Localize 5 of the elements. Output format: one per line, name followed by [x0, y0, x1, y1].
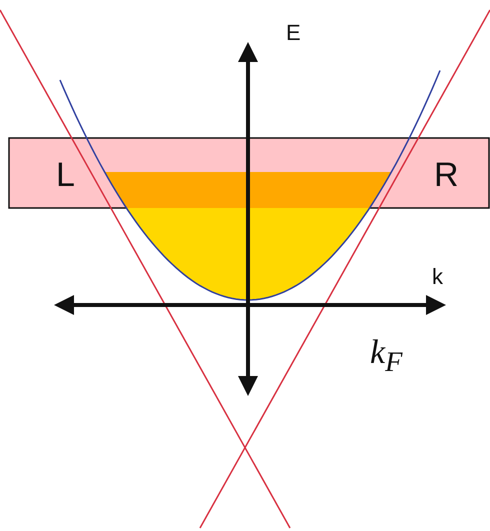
region-label: R [434, 158, 459, 192]
axis-label: k [432, 266, 443, 288]
axis-label: E [286, 22, 301, 44]
region-label: L [56, 158, 75, 192]
fermi-wavevector-label: k$_{F}$ [370, 336, 402, 378]
